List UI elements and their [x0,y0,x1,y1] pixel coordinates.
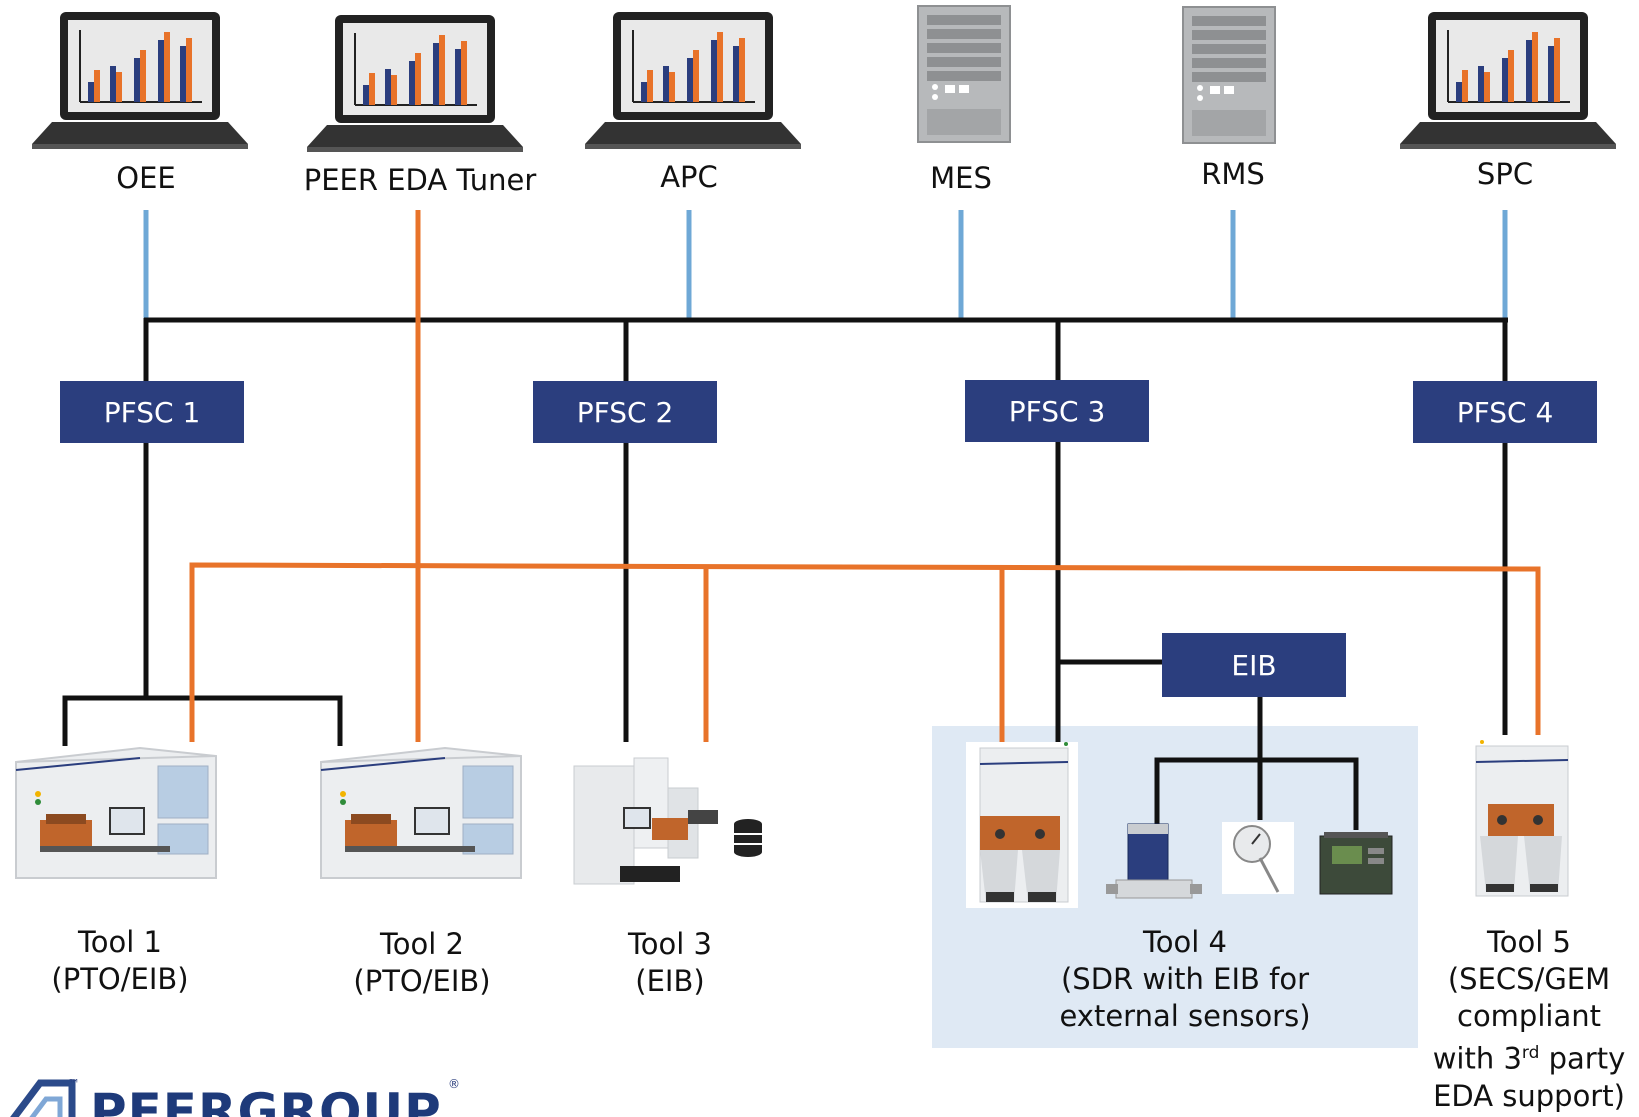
tool-5-equipment-icon [1475,740,1569,897]
pfsc-1-box: PFSC 1 [60,381,244,443]
mass-flow-controller-icon [1106,823,1202,899]
tool-4-equipment-icon [966,742,1078,908]
system-label-oee: OEE [116,161,176,195]
logo-mark-icon [10,1079,76,1117]
eib-box: EIB [1162,633,1346,697]
tool-2-name: Tool 2 [380,927,464,961]
tool-4-interface-line2: external sensors) [1059,999,1311,1033]
spc-laptop-icon [1400,12,1616,149]
tool-1-label: Tool 1 (PTO/EIB) [20,924,220,998]
tool-3-equipment-icon [573,757,762,885]
eda-bus [189,562,1541,742]
system-label-rms: RMS [1201,157,1265,191]
tool-3-label: Tool 3 (EIB) [580,926,760,1000]
pfsc-3-box: PFSC 3 [965,380,1149,442]
logo-wordmark: PEERGROUP [90,1083,442,1117]
tool-4-name: Tool 4 [1143,925,1227,959]
tool-5-interface-line1: (SECS/GEM [1447,962,1611,996]
tool-4-label: Tool 4 (SDR with EIB for external sensor… [1010,924,1360,1035]
system-label-mes: MES [930,161,992,195]
tool-5-line3-pre: with 3 [1432,1041,1522,1076]
system-label-spc: SPC [1476,157,1534,191]
rms-server-icon [1182,6,1276,144]
eib-sensor-branch [1154,757,1359,830]
tool-5-interface-line3: with 3rd party [1419,1035,1639,1078]
tool-3-name: Tool 3 [628,927,712,961]
tool1-tool2-branch [62,695,343,746]
mes-server-icon [917,5,1011,143]
tool-5-line3-post: party [1539,1041,1626,1076]
logo-registered: ® [448,1077,460,1091]
tool-5-line3-sup: rd [1521,1043,1540,1063]
pressure-gauge-icon [1222,822,1294,894]
tool-5-label: Tool 5 (SECS/GEM compliant with 3rd part… [1419,924,1639,1115]
system-label-peer-eda-tuner: PEER EDA Tuner [303,163,537,197]
peer-eda-tuner-laptop-icon [307,15,523,152]
tool-5-interface-line2: compliant [1457,999,1601,1033]
tool-1-name: Tool 1 [78,925,162,959]
peergroup-logo: ™ PEERGROUP ® [0,1075,470,1117]
plc-controller-icon [1319,832,1393,895]
pfsc-4-box: PFSC 4 [1413,381,1597,443]
tool-3-interface: (EIB) [635,964,705,998]
tool-4-interface-line1: (SDR with EIB for [1060,962,1310,996]
apc-laptop-icon [585,12,801,149]
pfsc-2-box: PFSC 2 [533,381,717,443]
oee-laptop-icon [32,12,248,149]
tool-2-equipment-icon [320,746,522,879]
tool-1-equipment-icon [15,746,217,879]
tool-5-name: Tool 5 [1487,925,1571,959]
system-label-apc: APC [660,160,718,194]
tool-2-label: Tool 2 (PTO/EIB) [322,926,522,1000]
tool-2-interface: (PTO/EIB) [353,964,491,998]
tool-5-interface-line4: EDA support) [1433,1078,1625,1113]
logo-tm: ™ [68,1077,80,1091]
tool-1-interface: (PTO/EIB) [51,962,189,996]
